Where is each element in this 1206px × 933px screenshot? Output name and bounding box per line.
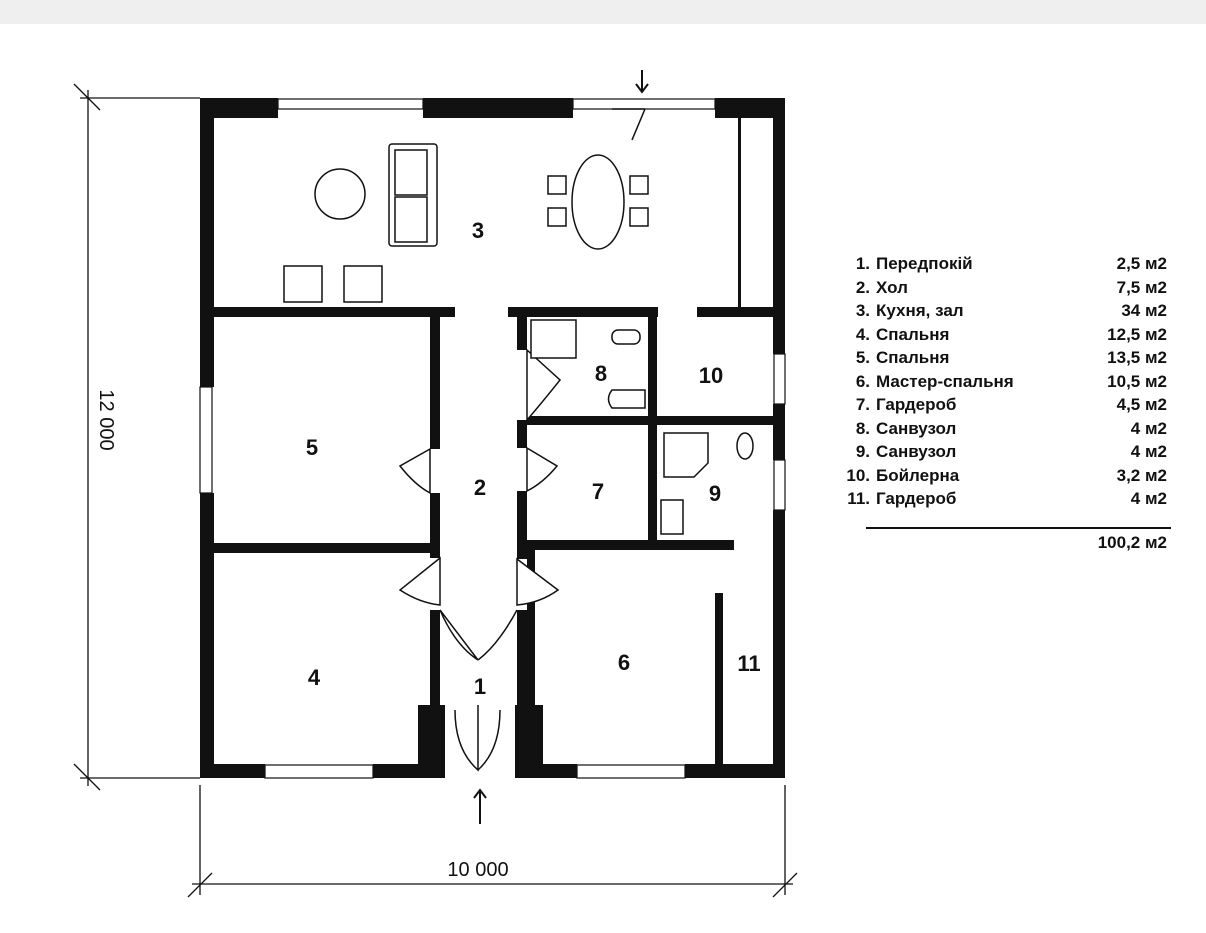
legend-room-area: 4 м2 [1130,489,1167,508]
legend-room-area: 4 м2 [1130,418,1167,438]
interior-walls [212,118,777,764]
legend-room-name: Санвузол [876,418,957,438]
legend-room-area: 7,5 м2 [1116,277,1167,297]
round-table [314,168,366,220]
legend-room-name: Санвузол [876,442,957,461]
legend-total: 100,2 м2 [1097,532,1167,552]
legend-room-number: 9. [855,442,870,461]
furniture [283,143,754,535]
legend-row: 2. Хол 7,5 м2 [836,276,1171,300]
legend-row: 7. Гардероб 4,5 м2 [836,393,1171,417]
legend-row: 10. Бойлерна 3,2 м2 [836,464,1171,488]
entrance-arrows [473,70,649,824]
legend-room-number: 6. [855,371,870,391]
legend-rows: 1. Передпокій 2,5 м2 2. Хол 7,5 м2 3. Кухня, за… [836,252,1171,511]
legend-room-name: Спальня [876,348,950,367]
armchair [283,265,323,303]
legend-row: 8. Санвузол 4 м2 [836,417,1171,441]
toilet [736,432,754,460]
legend-row: 9. Санвузол 4 м2 [836,440,1171,464]
armchair [343,265,383,303]
legend-row: 4. Спальня 12,5 м2 [836,323,1171,347]
legend-room-name: Гардероб [876,395,957,414]
width-dimension-label: 10 000 [447,859,508,881]
room-label-11: 11 [737,651,760,676]
legend-room-number: 8. [855,418,870,438]
top-bar [0,0,1206,24]
room-labels: 1 2 3 4 5 6 7 8 9 10 11 [306,218,761,699]
shower [530,319,577,359]
room-label-7: 7 [592,479,604,504]
toilet [607,389,646,409]
legend-room-number: 4. [855,324,870,344]
sink [660,499,684,535]
room-label-2: 2 [474,475,486,500]
legend-row: 5. Спальня 13,5 м2 [836,346,1171,370]
legend-row: 3. Кухня, зал 34 м2 [836,299,1171,323]
legend-row: 6. Мастер-спальня 10,5 м2 [836,370,1171,394]
legend-room-area: 4,5 м2 [1116,395,1167,414]
legend-room-area: 12,5 м2 [1107,324,1167,344]
legend-room-number: 11. [847,489,870,508]
legend-room-area: 4 м2 [1130,442,1167,461]
height-dimension-label: 12 000 [95,389,117,450]
room-label-4: 4 [308,665,321,690]
legend-room-area: 2,5 м2 [1116,254,1167,273]
room-label-9: 9 [709,481,721,506]
legend-room-number: 7. [855,395,870,414]
legend-room-name: Мастер-спальня [876,371,1014,391]
legend-row: 11. Гардероб 4 м2 [836,487,1171,511]
legend-room-area: 3,2 м2 [1116,465,1167,485]
legend-row: 1. Передпокій 2,5 м2 [836,252,1171,276]
legend-room-name: Бойлерна [876,465,960,485]
room-label-6: 6 [618,650,630,675]
legend-room-number: 2. [855,277,870,297]
legend-room-area: 13,5 м2 [1107,348,1167,367]
room-label-5: 5 [306,435,318,460]
room-label-1: 1 [474,674,486,699]
legend-room-name: Кухня, зал [876,301,964,320]
legend-room-name: Гардероб [876,489,957,508]
room-legend: 1. Передпокій 2,5 м2 2. Хол 7,5 м2 3. Кухня, за… [836,252,1171,553]
doors [398,108,646,772]
legend-room-number: 5. [855,348,870,367]
legend-room-number: 1. [855,254,870,273]
dimension-lines [73,83,798,898]
room-label-3: 3 [472,218,484,243]
legend-room-number: 3. [855,301,870,320]
legend-room-area: 34 м2 [1121,301,1167,320]
legend-divider [866,526,1171,529]
legend-room-name: Передпокій [876,254,973,273]
legend-room-number: 10. [846,465,870,485]
sink [611,329,641,345]
dining-table [571,154,625,250]
room-label-8: 8 [595,361,607,386]
corner-shower [663,432,709,478]
legend-room-name: Хол [876,277,908,297]
room-label-10: 10 [699,363,723,388]
legend-room-name: Спальня [876,324,950,344]
legend-room-area: 10,5 м2 [1107,371,1167,391]
